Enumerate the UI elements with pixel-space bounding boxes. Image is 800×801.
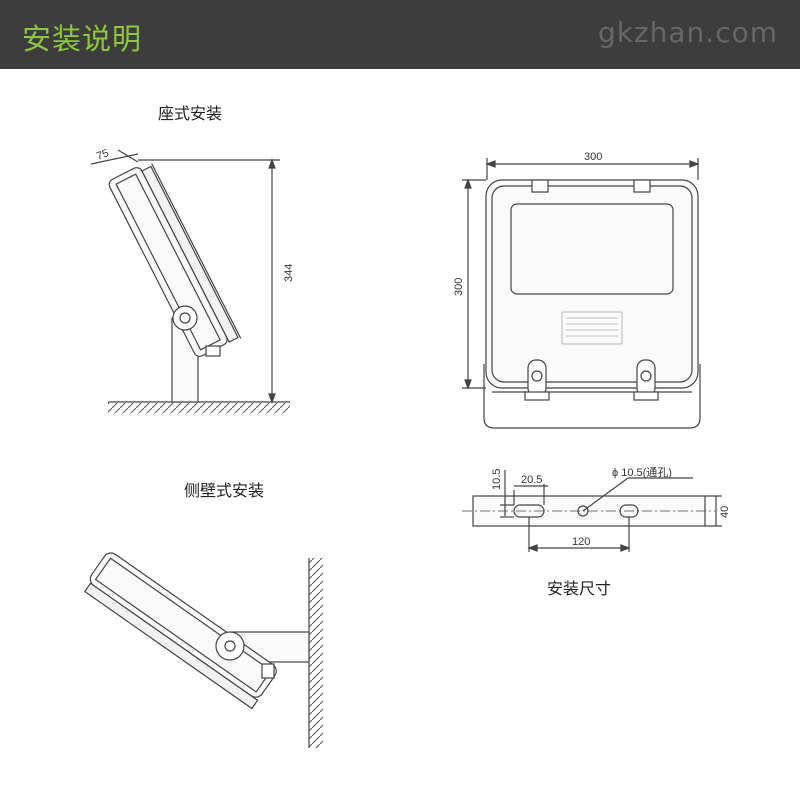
- wall-mount-drawing: [83, 552, 323, 748]
- seat-depth-label: 75: [95, 147, 111, 162]
- page-title: 安装说明: [22, 22, 143, 56]
- front-view-drawing: [462, 158, 701, 429]
- dimensions-caption: 安装尺寸: [547, 579, 612, 598]
- bracket-spacing-label: 120: [572, 536, 590, 548]
- bracket-offset-label: 20.5: [521, 474, 542, 486]
- wall-mount-caption: 侧壁式安装: [184, 481, 265, 500]
- wall-lamp-body: [83, 552, 277, 710]
- bracket-slot-label: 10.5: [491, 469, 503, 490]
- seat-lamp-body: [108, 163, 242, 357]
- ground-hatch: [108, 403, 290, 413]
- seat-mount-caption: 座式安装: [158, 104, 223, 123]
- front-height-label: 300: [453, 278, 465, 296]
- seat-mount-drawing: [90, 149, 290, 413]
- bracket-drawing: [462, 470, 722, 552]
- header-bar: 安装说明 gkzhan.com: [0, 0, 800, 69]
- watermark: gkzhan.com: [597, 16, 778, 49]
- bracket-hole-label: ϕ 10.5(通孔): [612, 466, 672, 479]
- bracket-width-label: 40: [719, 506, 731, 518]
- seat-height-label: 344: [283, 264, 295, 282]
- front-width-label: 300: [584, 151, 602, 163]
